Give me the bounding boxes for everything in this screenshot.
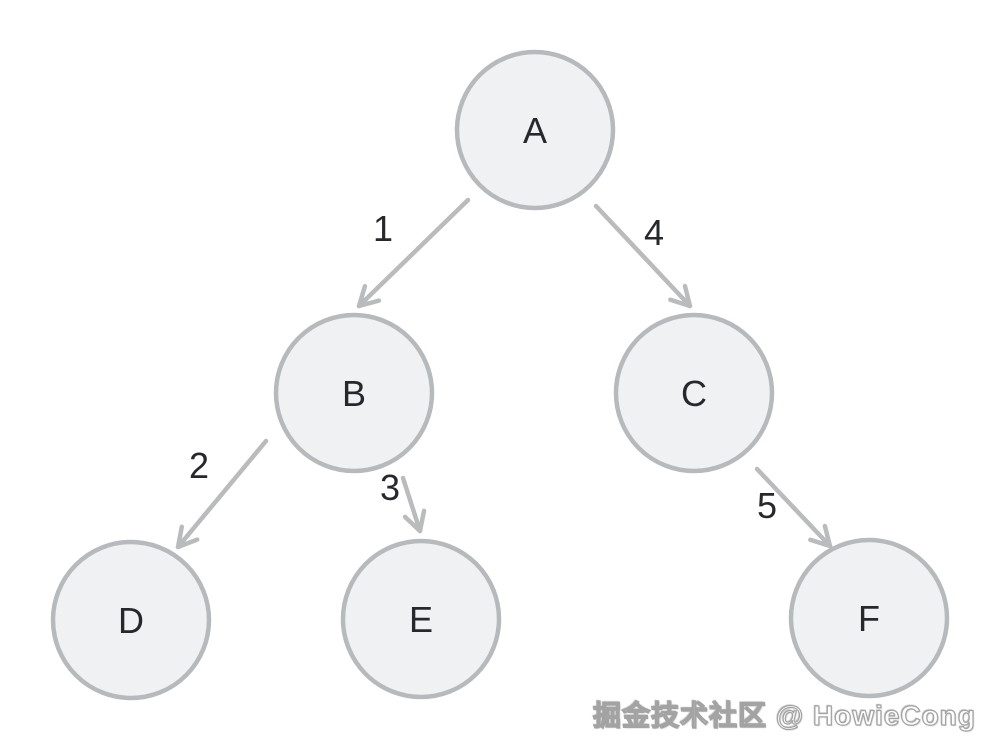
node-C-circle: [613, 312, 775, 474]
edge-A-B-label: 1: [373, 208, 393, 249]
edge-A-B-arrow: [356, 197, 471, 309]
node-D-label: D: [118, 600, 144, 641]
node-F-circle: [788, 537, 950, 699]
nodes: A B C D E F: [50, 49, 950, 701]
watermark-text: 掘金技术社区 @ HowieCong: [593, 699, 976, 731]
edge-C-F-label: 5: [757, 485, 777, 526]
edge-B-E-label: 3: [380, 467, 400, 508]
node-E-circle: [340, 538, 502, 700]
node-A-circle: [454, 49, 616, 211]
node-C-label: C: [681, 373, 707, 414]
edge-B-E-arrow: [400, 475, 427, 534]
node-F-label: F: [858, 598, 880, 639]
edge-A-C-label: 4: [644, 212, 664, 253]
node-B-circle: [273, 312, 435, 474]
node-D-circle: [50, 539, 212, 701]
edge-C-F-arrow: [754, 466, 833, 549]
node-E-label: E: [409, 599, 433, 640]
edge-B-D-arrow: [175, 438, 269, 550]
node-A-label: A: [523, 110, 547, 151]
edge-B-D-label: 2: [189, 445, 209, 486]
node-B-label: B: [342, 373, 366, 414]
edge-A-C-arrow: [593, 203, 693, 309]
edges: 1 2 3 4 5: [175, 197, 833, 550]
